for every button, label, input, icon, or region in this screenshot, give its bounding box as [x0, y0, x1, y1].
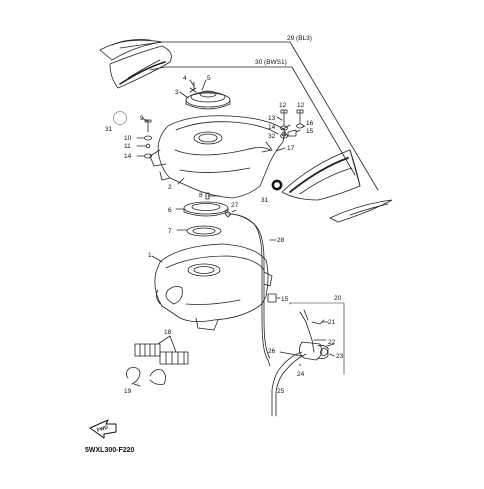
- label-10: 10: [124, 135, 132, 142]
- callout-line-30: [164, 66, 356, 176]
- label-27: 27: [231, 202, 239, 209]
- label-12-a: 12: [279, 102, 287, 109]
- label-23: 23: [336, 353, 344, 360]
- tank-cover: [149, 115, 286, 199]
- label-15-top: 15: [306, 128, 314, 135]
- hose-clamp-19: [126, 367, 166, 385]
- callout-line-30b: [149, 66, 166, 71]
- leader-5: [201, 79, 207, 91]
- side-decal-left: [99, 39, 172, 89]
- fuel-cap-assembly: [185, 81, 231, 110]
- label-30: 30 (BWS1): [255, 59, 287, 66]
- label-9: 9: [140, 115, 144, 122]
- label-1: 1: [148, 252, 152, 259]
- label-31-left: 31: [105, 126, 113, 133]
- label-20: 20: [334, 295, 342, 302]
- label-21: 21: [328, 319, 336, 326]
- label-8: 8: [199, 192, 203, 199]
- label-7: 7: [168, 228, 172, 235]
- label-13: 13: [268, 115, 276, 122]
- label-32: 32: [268, 133, 276, 140]
- label-29: 29 (BL3): [287, 35, 312, 42]
- label-18: 18: [164, 329, 172, 336]
- label-16: 16: [306, 120, 314, 127]
- label-22: 22: [328, 339, 336, 346]
- label-14-right: 14: [268, 124, 276, 131]
- label-28: 28: [277, 237, 285, 244]
- leader-2: [177, 177, 185, 185]
- damper-18: [134, 343, 189, 365]
- clip-27: [224, 209, 232, 218]
- label-19: 19: [124, 388, 132, 395]
- damper-15: [267, 293, 277, 303]
- label-17: 17: [287, 145, 295, 152]
- label-5: 5: [207, 75, 211, 82]
- leader-4: [189, 79, 195, 87]
- fwd-label: FWD: [96, 424, 109, 433]
- label-11: 11: [124, 143, 131, 150]
- fuel-cock: [299, 309, 329, 361]
- label-25: 25: [277, 388, 285, 395]
- group-bracket-20: [289, 302, 345, 375]
- gasket-7: [186, 225, 222, 237]
- label-15-bottom: 15: [281, 296, 289, 303]
- fwd-arrow-icon: [89, 419, 117, 439]
- fuel-tank: [154, 243, 273, 331]
- callout-line-29: [161, 41, 379, 191]
- label-26: 26: [268, 348, 276, 355]
- leader-1: [151, 255, 163, 263]
- leader-3: [179, 91, 189, 99]
- fuel-hose-25: [271, 351, 303, 417]
- label-14-left: 14: [124, 153, 132, 160]
- label-3: 3: [175, 89, 179, 96]
- label-12-b: 12: [297, 102, 305, 109]
- label-2: 2: [168, 184, 172, 191]
- label-6: 6: [168, 207, 172, 214]
- filler-ring-6: [183, 201, 229, 217]
- part-labels: 29 (BL3) 30 (BWS1) 4 5 3 9 31 10 11 14 2…: [105, 35, 344, 395]
- label-24: 24: [297, 371, 305, 378]
- grommet-31-left: [113, 111, 127, 125]
- label-31-right: 31: [261, 197, 269, 204]
- side-decal-right: [281, 149, 393, 223]
- label-4: 4: [183, 75, 187, 82]
- right-fasteners: [280, 109, 304, 139]
- diagram-code: 5WXL300-F220: [85, 447, 135, 454]
